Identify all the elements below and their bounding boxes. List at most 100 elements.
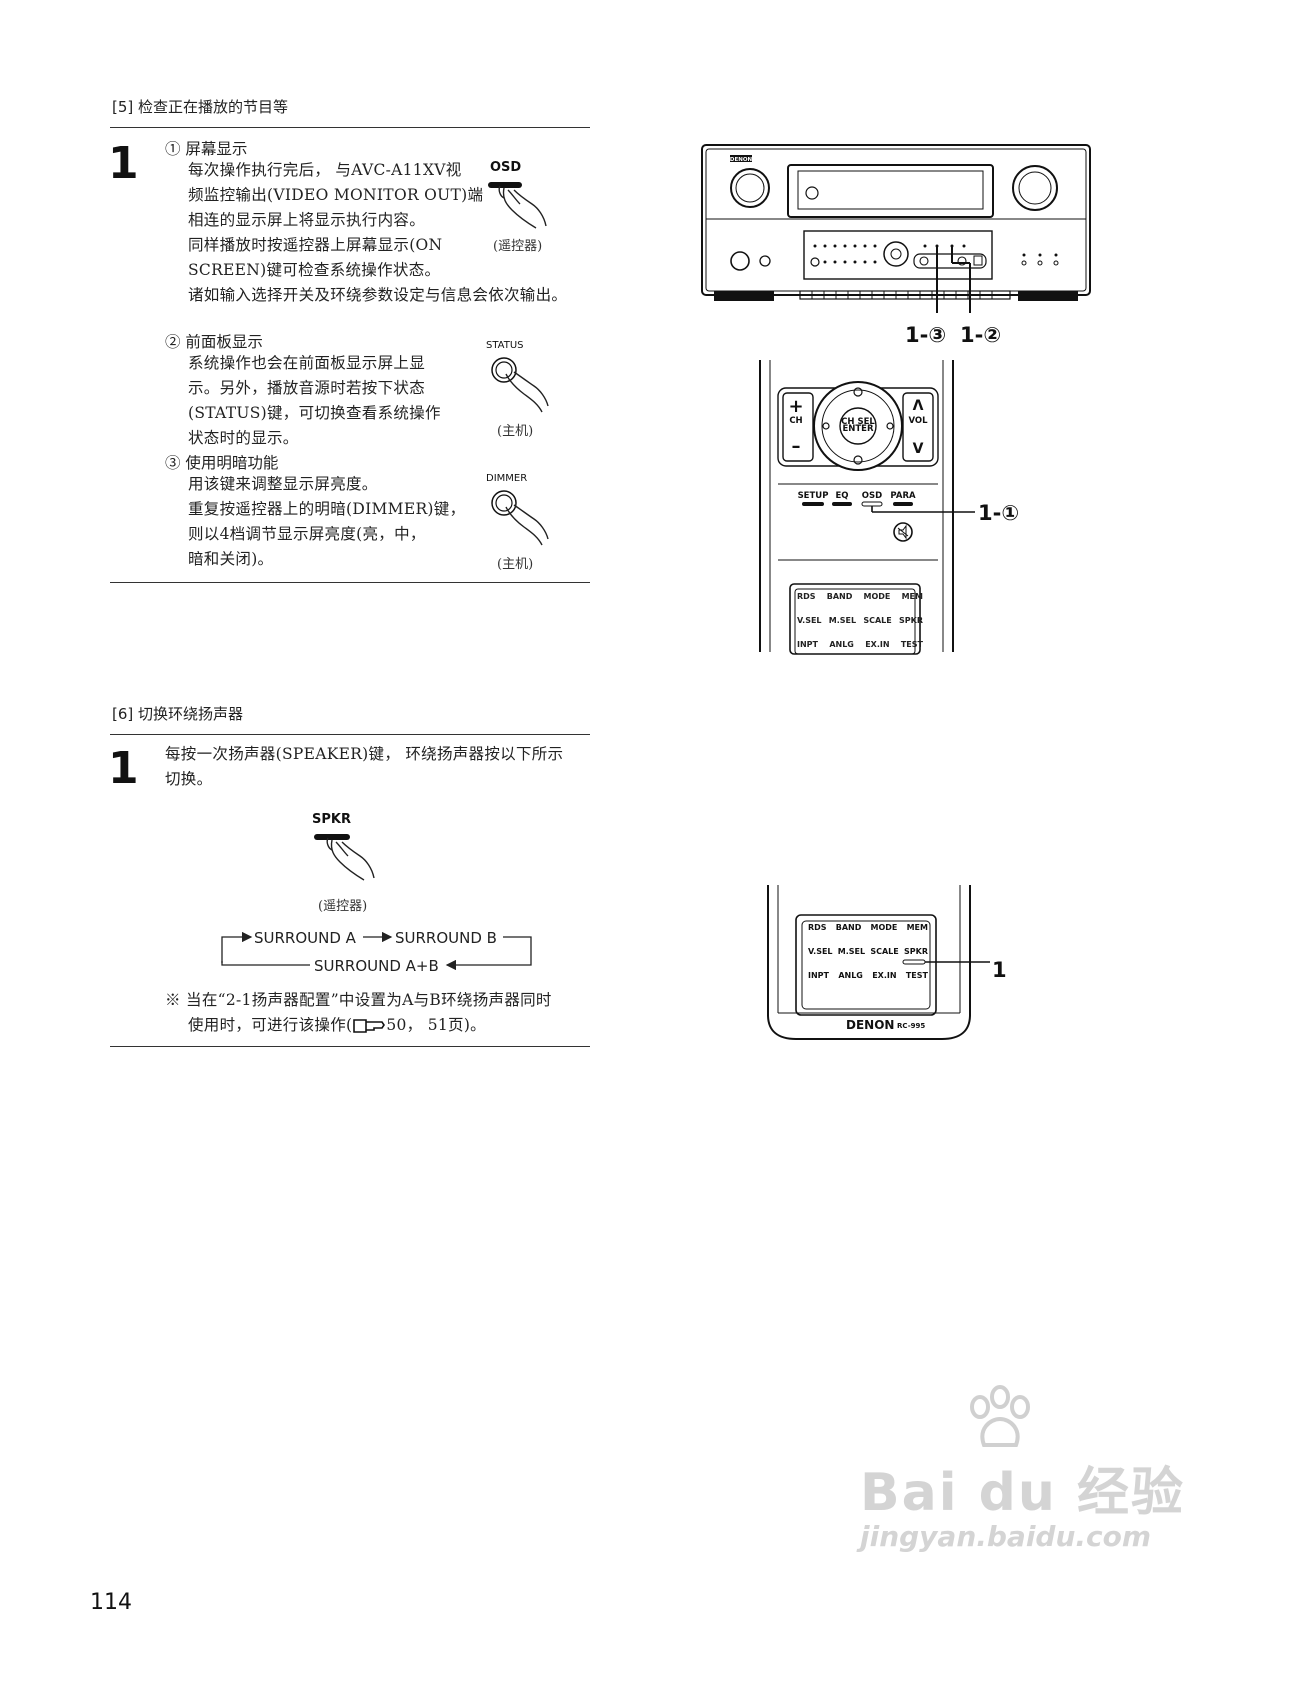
ch-minus-label: – [792,436,801,457]
section-6-body: 每按一次扬声器(SPEAKER)键， 环绕扬声器按以下所示 切换。 [165,742,563,792]
remote-key: M.SEL [828,616,857,625]
section-5-title: [5] 检查正在播放的节目等 [112,98,289,116]
item2-body: 系统操作也会在前面板显示屏上显 示。另外，播放音源时若按下状态 (STATUS)… [188,351,441,451]
remote-top-grid: RDS BAND MODE MEM V.SEL M.SEL SCALE SPKR… [797,592,923,654]
remote-control-top: + – CH Λ V VOL CH SEL ENTER SETUP EQ OSD… [759,360,975,655]
remote-key: SCALE [863,616,892,625]
remote-grid-row: INPT ANLG EX.IN TEST [797,640,923,654]
dimmer-button-illustration: DIMMER [482,473,562,553]
item1-line: 诸如输入选择开关及环绕参数设定与信息会依次输出。 [188,286,568,304]
round-button-press-icon [491,357,549,413]
remote-key: TEST [900,640,923,649]
item2-line: 示。另外，播放音源时若按下状态 [188,379,426,397]
callout-1-3: 1-③ [905,323,947,347]
item2-line: 状态时的显示。 [188,429,299,447]
osd-label: OSD [862,491,882,501]
remote-key: SPKR [904,947,928,956]
remote-grid-row: RDS BAND MODE MEM [797,592,923,616]
setup-label: SETUP [798,491,829,501]
round-button-press-icon [491,490,549,546]
section-5-step-number: 1 [108,138,139,189]
remote-key: SPKR [899,616,923,625]
remote-key: INPT [797,640,818,649]
section-6-step-number: 1 [108,743,139,794]
remote-key: MODE [870,923,898,932]
watermark-url: jingyan.baidu.com [860,1520,1152,1553]
vol-label: VOL [908,416,928,426]
osd-button-label: OSD [490,160,522,175]
remote-key: ANLG [829,640,854,649]
section-5-top-rule [110,127,590,128]
section-6-note: ※ 当在“2-1扬声器配置”中设置为A与B环绕扬声器同时 使用时，可进行该操作(… [165,988,552,1038]
item1-line: 每次操作执行完后， 与AVC-A11XV视 [188,161,462,179]
item1-heading: ① 屏幕显示 [165,140,248,158]
eq-label: EQ [835,491,848,501]
item3-line: 用该键来调整显示屏亮度。 [188,475,378,493]
remote-grid-row: V.SEL M.SEL SCALE SPKR [797,616,923,640]
remote-key: BAND [826,592,853,601]
remote-key: MEM [901,592,923,601]
finger-press-icon [314,834,375,881]
receiver-brand-logo: DENON [730,157,753,163]
dimmer-button-label: DIMMER [486,473,528,484]
pointing-hand-icon [353,1019,386,1033]
section-5-bottom-rule [110,582,590,583]
remote-bottom-grid: RDS BAND MODE MEM V.SEL M.SEL SCALE SPKR… [808,923,928,995]
spkr-button-label: SPKR [312,812,351,827]
enter-label: ENTER [842,424,874,434]
item1-body: 每次操作执行完后， 与AVC-A11XV视 频监控输出(VIDEO MONITO… [188,158,567,308]
remote-key: V.SEL [797,616,822,625]
flow-surround-ab: SURROUND A+B [314,957,439,975]
note-line: 使用时，可进行该操作( 50， 51页)。 [165,1013,552,1038]
status-button-illustration: STATUS [482,340,562,420]
item1-line: SCREEN)键可检查系统操作状态。 [188,261,441,279]
item2-line: (STATUS)键，可切换查看系统操作 [188,404,441,422]
section-6-top-rule [110,734,590,735]
item3-body: 用该键来调整显示屏亮度。 重复按遥控器上的明暗(DIMMER)键， 则以4档调节… [188,472,465,572]
remote-key: V.SEL [808,947,833,956]
para-label: PARA [890,491,916,501]
remote-key: RDS [797,592,816,601]
ch-sel-label: CH SEL [841,417,875,427]
note-line-pre: 使用时，可进行该操作( [188,1016,353,1034]
remote-key: INPT [808,971,829,980]
remote-key: ANLG [838,971,863,980]
item1-line: 相连的显示屏上将显示执行内容。 [188,211,426,229]
receiver-front-panel: DENON [701,144,1091,313]
item1-caption: (遥控器) [493,239,543,254]
remote-grid-row: RDS BAND MODE MEM [808,923,928,947]
paw-logo-icon [970,1385,1030,1447]
remote-key: M.SEL [837,947,866,956]
remote-key: MEM [906,923,928,932]
remote-key: RDS [808,923,827,932]
osd-button-illustration: OSD [482,160,562,240]
vol-down-label: V [913,441,924,457]
remote-model: RC-995 [897,1022,926,1030]
callout-1-1: 1-① [978,501,1020,525]
remote-grid-row: INPT ANLG EX.IN TEST [808,971,928,995]
item3-heading: ③ 使用明暗功能 [165,454,279,472]
finger-press-icon [488,182,547,229]
remote-brand: DENON [846,1018,895,1032]
flow-surround-b: SURROUND B [395,929,497,947]
note-line: ※ 当在“2-1扬声器配置”中设置为A与B环绕扬声器同时 [165,991,552,1009]
spkr-caption: (遥控器) [318,899,368,914]
section-6-line: 切换。 [165,770,213,788]
remote-key: BAND [835,923,862,932]
ch-plus-label: + [788,396,803,417]
item3-line: 则以4档调节显示屏亮度(亮，中， [188,525,426,543]
section-6-title: [6] 切换环绕扬声器 [112,705,244,723]
item1-line: 频监控输出(VIDEO MONITOR OUT)端 [188,186,484,204]
vol-up-label: Λ [913,398,924,414]
remote-key: TEST [905,971,928,980]
item3-caption: (主机) [497,557,534,572]
note-line-post: 50， 51页)。 [386,1016,486,1034]
callout-1: 1 [992,958,1007,982]
watermark-brand: Bai du 经验 [860,1463,1185,1523]
item3-line: 暗和关闭)。 [188,550,274,568]
item2-line: 系统操作也会在前面板显示屏上显 [188,354,426,372]
spkr-button-illustration: SPKR [310,812,400,892]
page-number: 114 [90,1590,132,1615]
item3-line: 重复按遥控器上的明暗(DIMMER)键， [188,500,466,518]
ch-label: CH [789,416,802,426]
